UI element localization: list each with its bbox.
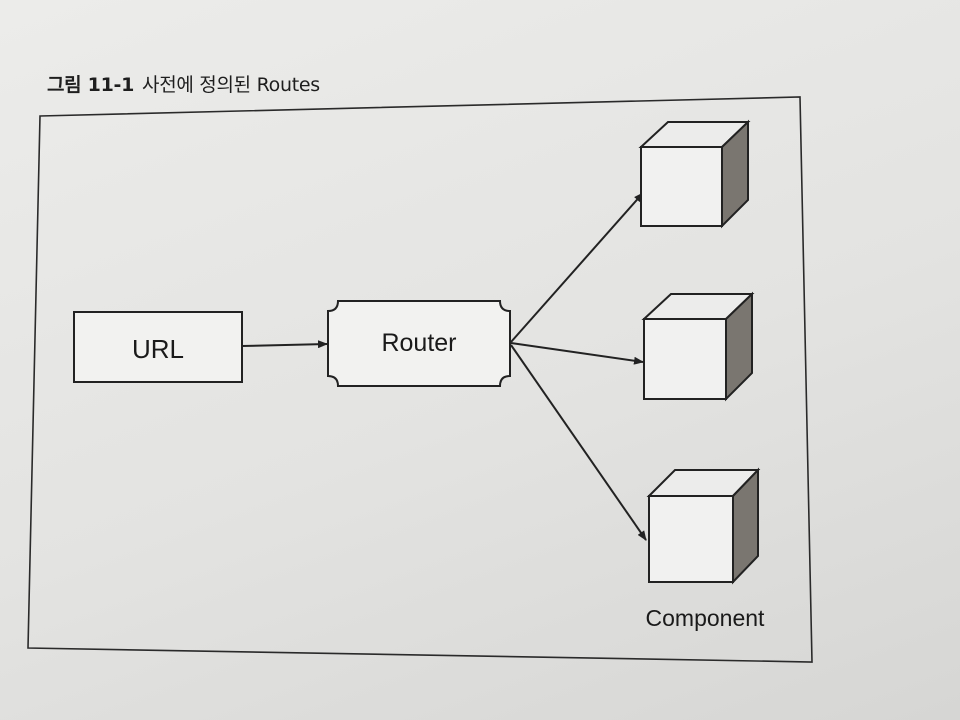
router-to-component-3-arrow: [510, 344, 647, 541]
component-cube-3: [646, 467, 761, 585]
figure-caption: 그림 11-1 사전에 정의된 Routes: [47, 70, 320, 97]
router-box: [327, 300, 511, 387]
url-to-router-arrow: [241, 340, 328, 349]
figure-frame: [27, 96, 813, 663]
router-to-component-2-arrow: [510, 342, 644, 365]
router-label: Router: [381, 329, 456, 357]
url-node: URL: [73, 311, 243, 383]
cube-1-front: [640, 146, 723, 227]
router-node: Router: [327, 300, 511, 387]
component-cube-1: [638, 119, 751, 229]
url-box: [73, 311, 243, 383]
figure-title: 사전에 정의된 Routes: [142, 74, 320, 96]
figure-number: 그림 11-1: [47, 74, 135, 96]
url-label: URL: [132, 334, 184, 364]
component-cube-2: [641, 291, 755, 402]
cube-2-front: [643, 318, 727, 400]
router-to-component-1-arrow: [510, 192, 644, 343]
cube-3-front: [648, 495, 734, 583]
component-label: Component: [646, 605, 766, 631]
